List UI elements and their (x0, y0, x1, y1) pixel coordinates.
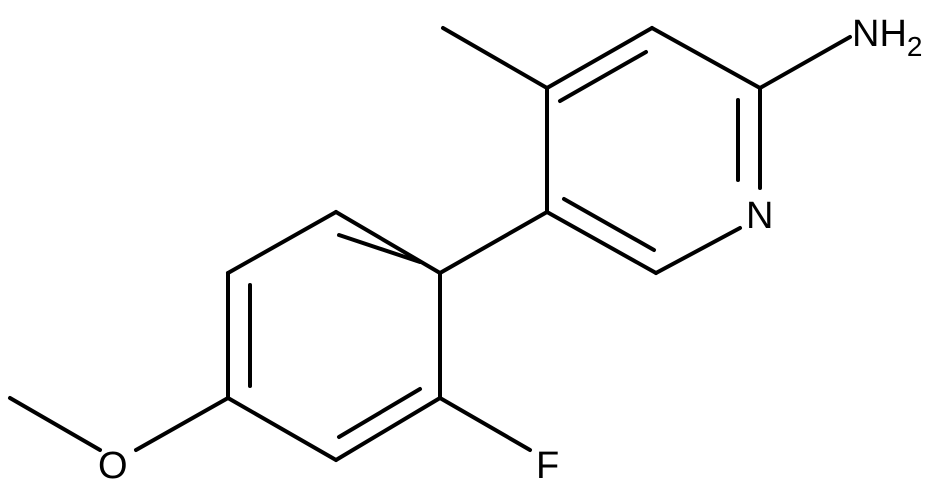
bond-c3-c4-inner (558, 50, 648, 103)
bond-b2-b3 (226, 210, 338, 275)
bond-b4-oxygen (134, 396, 230, 452)
amine-label: NH2 (852, 13, 922, 62)
bond-b5-b6-inner (337, 387, 422, 439)
bond-b1-b2-inner (337, 233, 422, 264)
bond-c3-c4 (545, 26, 654, 90)
pyridine-ring (545, 26, 762, 275)
fluorine-label: F (536, 445, 559, 487)
bond-b6-fluorine (438, 396, 532, 452)
bond-oxygen-methyl (8, 396, 102, 452)
bond-c2-amine (758, 35, 852, 90)
bond-n1-c6 (654, 226, 742, 275)
bond-c6-c5-inner (562, 197, 656, 252)
bond-b5-b6 (334, 396, 442, 462)
benzene-ring (226, 210, 442, 462)
bond-b4-b5 (226, 396, 338, 462)
bond-b1-b2 (334, 210, 442, 275)
bond-c2-c3 (650, 26, 762, 90)
amine-subscript: 2 (907, 31, 923, 62)
ring-nitrogen-label: N (746, 195, 773, 237)
bond-c6-c5 (545, 210, 658, 275)
bond-c4-methyl (441, 26, 549, 90)
bond-biaryl (438, 210, 549, 275)
oxygen-label: O (98, 445, 128, 487)
